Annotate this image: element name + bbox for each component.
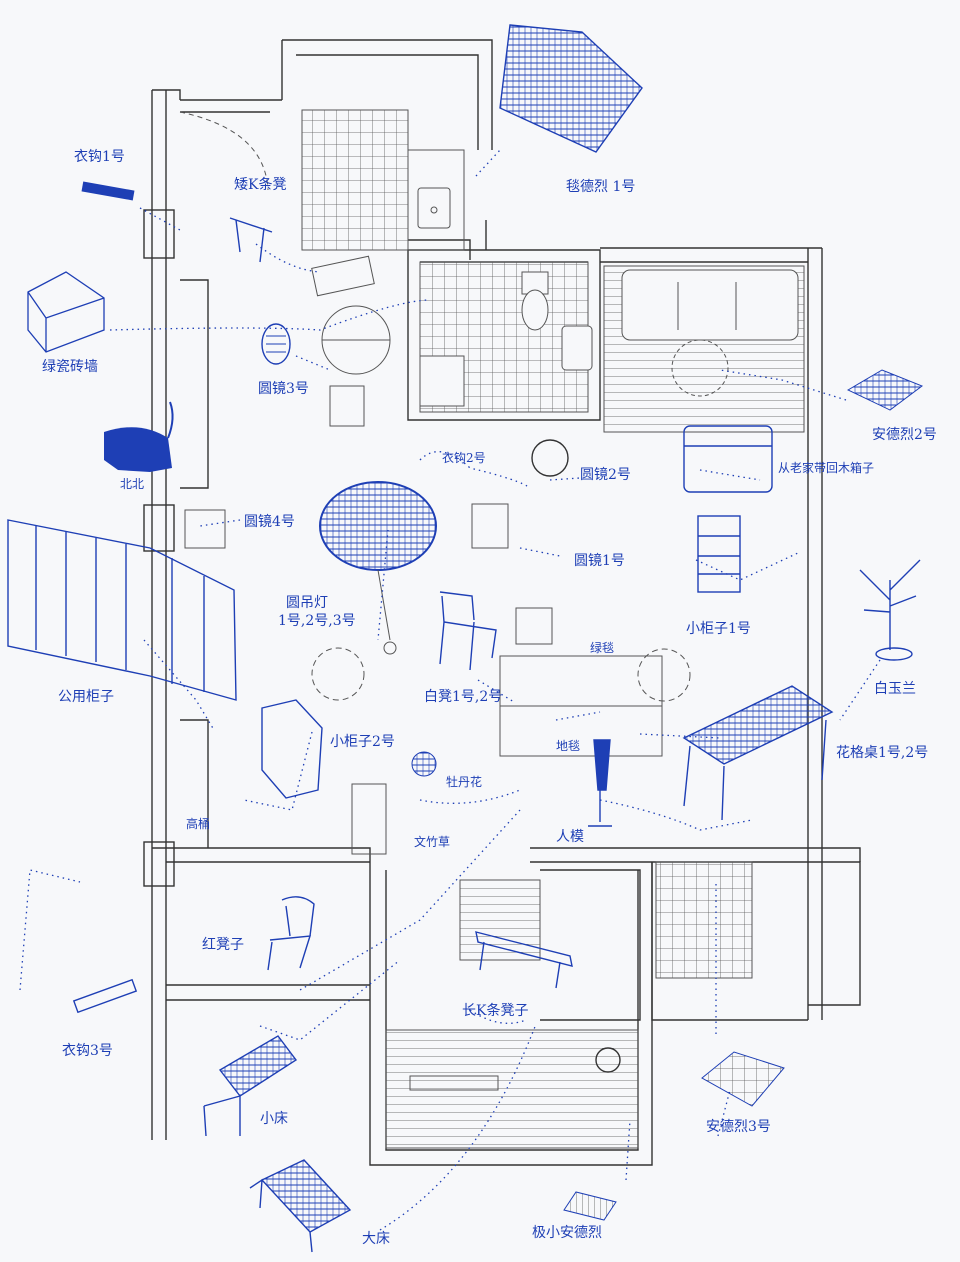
table-label: 花格桌1号,2号 <box>836 745 929 761</box>
bed-big-label: 大床 <box>362 1231 390 1247</box>
mirror-3-sketch <box>261 323 291 365</box>
bench-long-sketch <box>475 931 573 989</box>
round-mirror-2-label: 圆镜2号 <box>580 467 631 483</box>
plant-lily-sketch <box>411 751 437 777</box>
trunk-sketch <box>683 425 773 493</box>
plant-grass-label: 文竹草 <box>414 835 451 849</box>
cat-label: 北北 <box>120 477 145 491</box>
coat-hook-2-label: 衣钩2号 <box>442 451 486 465</box>
tile-box-label: 绿瓷砖墙 <box>42 359 98 375</box>
round-mirror-3-label: 圆镜3号 <box>258 381 309 397</box>
round-mirror-1-label: 圆镜1号 <box>574 553 625 569</box>
mannequin-sketch <box>588 739 612 827</box>
round-mirror-4-label: 圆镜4号 <box>244 514 295 530</box>
small-cabinet-2-label: 小柜子2号 <box>330 734 395 750</box>
rug-3-label: 安德烈3号 <box>706 1119 771 1135</box>
table-sketch <box>682 685 834 821</box>
coat-hook-1-sketch <box>81 181 135 201</box>
coat-hook-1-label: 衣钩1号 <box>74 149 125 165</box>
cabinet-2-sketch <box>261 699 323 799</box>
wardrobe-label: 公用柜子 <box>58 689 114 705</box>
trunk-label: 从老家带回木箱子 <box>778 461 875 475</box>
bench-long-label: 长K条凳子 <box>462 1003 529 1019</box>
chair-white-label: 白凳1号,2号 <box>424 689 503 705</box>
carpet-label: 地毯 <box>556 739 581 753</box>
stool-1-label: 绿毯 <box>590 641 615 655</box>
small-cabinet-1-label: 小柜子1号 <box>686 621 751 637</box>
stool-sketch <box>229 217 273 263</box>
bed-big-sketch <box>249 1159 352 1253</box>
chair-red-sketch <box>267 896 315 971</box>
rug-2-label: 安德烈2号 <box>872 427 937 443</box>
coat-hook-3-sketch <box>72 978 138 1014</box>
walls <box>143 39 861 1166</box>
rug-3-sketch <box>701 1051 785 1107</box>
wardrobe-sketch <box>7 519 237 701</box>
plant-tree-sketch <box>859 559 921 661</box>
mannequin-label: 人模 <box>556 829 584 845</box>
ceiling-lamp-label-2: 1号,2号,3号 <box>278 613 356 629</box>
leader-lines <box>19 149 881 1231</box>
ceiling-lamp-sketch <box>319 481 437 655</box>
tile-box-sketch <box>27 271 105 353</box>
plant-lily-label: 牡丹花 <box>446 775 483 789</box>
chair-white-sketch <box>439 591 497 671</box>
rug-2-sketch <box>846 369 924 411</box>
plant-high-label: 高桶 <box>186 817 211 831</box>
rug-small-label: 极小安德烈 <box>532 1225 602 1241</box>
bench-small-label: 矮K条凳 <box>234 177 287 193</box>
chair-red-label: 红凳子 <box>202 937 244 953</box>
rug-small-sketch <box>563 1191 617 1221</box>
fan-sketch <box>595 1047 621 1073</box>
cabinet-1-sketch <box>697 515 741 593</box>
plant-tree-label: 白玉兰 <box>874 681 916 697</box>
ceiling-lamp-label: 圆吊灯 <box>286 595 328 611</box>
bed-small-label: 小床 <box>260 1111 288 1127</box>
bed-small-sketch <box>203 1035 298 1137</box>
cat-sketch <box>104 401 174 472</box>
rug-1-label: 毯德烈 1号 <box>566 179 636 195</box>
coat-hook-3-label: 衣钩3号 <box>62 1043 113 1059</box>
rug-1-sketch <box>499 24 643 153</box>
